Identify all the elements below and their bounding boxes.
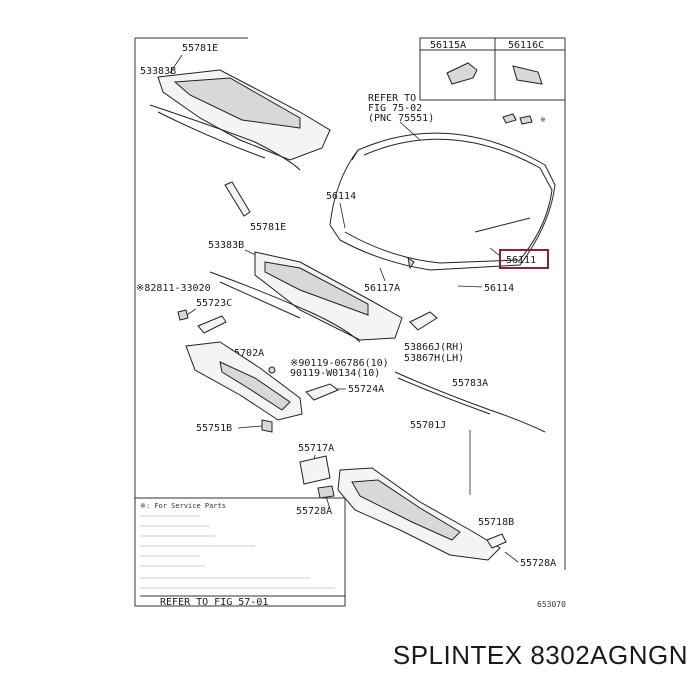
- windshield-glass: [329, 132, 556, 271]
- mid-cowl-seal: [209, 271, 361, 343]
- clip-56117a: [407, 256, 415, 270]
- label-clip-mark: ※: [540, 116, 546, 124]
- label-53383b-mid: 53383B: [208, 240, 244, 251]
- label-refer-fig-75-02: REFER TO: [368, 93, 416, 104]
- label-90119-w0134: 90119-W0134(10): [290, 368, 380, 379]
- label-56117a: 56117A: [364, 283, 400, 294]
- brand-name: SPLINTEX: [392, 640, 523, 670]
- mid-cowl-grille: [264, 261, 369, 316]
- clip-upper-right-2: [519, 115, 533, 125]
- part-55728a-mid-shape: [317, 485, 335, 499]
- seal-55783a: [394, 371, 546, 433]
- seal-55783a-2: [397, 377, 491, 415]
- clip-56115a-shape: [446, 62, 478, 85]
- label-55781e-mid: 55781E: [250, 222, 286, 233]
- label-53383b-top: 53383B: [140, 66, 176, 77]
- label-56114-right: 56114: [484, 283, 514, 294]
- label-55751b: 55751B: [196, 423, 232, 434]
- upper-cowl-seal: [149, 104, 301, 171]
- label-53866j: 53866J(RH): [404, 342, 464, 353]
- bolt-icon: [268, 366, 276, 374]
- label-55783a: 55783A: [452, 378, 488, 389]
- part-55781e-mid-shape: [224, 181, 251, 217]
- part-55751b-shape: [261, 419, 273, 433]
- part-82811-shape: [177, 309, 189, 321]
- label-53867h: 53867H(LH): [404, 353, 464, 364]
- drawing-code: 653070: [537, 600, 566, 609]
- lower-cowl-assembly: 55702A: [185, 341, 303, 421]
- label-55781e-top: 55781E: [182, 43, 218, 54]
- label-55718b: 55718B: [478, 517, 514, 528]
- part-55724a-shape: [305, 383, 339, 401]
- label-55723c: 55723C: [196, 298, 232, 309]
- mid-cowl-assembly: 53383B: [208, 240, 438, 343]
- label-55728a-mid: 55728A: [296, 506, 332, 517]
- label-56111: 56111: [506, 255, 536, 266]
- label-55701j: 55701J: [410, 420, 446, 431]
- part-55717a-shape: [299, 455, 331, 485]
- upper-cowl-seal-2: [157, 111, 266, 159]
- part-55723c-shape: [197, 315, 227, 334]
- product-caption: SPLINTEX 8302AGNGN: [393, 640, 688, 671]
- bottom-cowl-clip: [486, 533, 507, 549]
- mid-cowl-clip: [409, 311, 438, 331]
- label-56114-left: 56114: [326, 191, 356, 202]
- bottom-cowl-assembly: 55717A: [298, 443, 507, 561]
- label-56115a: 56115A: [430, 40, 466, 51]
- part-number: 8302AGNGN: [530, 640, 688, 670]
- clip-upper-right: [502, 113, 517, 124]
- clip-56116c-shape: [512, 65, 543, 85]
- legend-title: ※: For Service Parts: [140, 502, 226, 510]
- label-90119-06786: ※90119-06786(10): [290, 358, 389, 369]
- label-refer-fig-75-02-line2: FIG 75-02: [368, 103, 422, 114]
- upper-cowl-grille: [173, 77, 301, 129]
- label-55724a: 55724A: [348, 384, 384, 395]
- legend-refer-fig-57-01: REFER TO FIG 57-01: [160, 597, 268, 608]
- label-refer-fig-75-02-line3: (PNC 75551): [368, 113, 434, 124]
- lower-cowl-detail: [219, 361, 291, 411]
- clip-inset-box: 56115A 56116C: [419, 37, 566, 101]
- mid-cowl-seal-2: [219, 281, 301, 319]
- bottom-cowl-detail: [351, 479, 461, 541]
- label-56116c: 56116C: [508, 40, 544, 51]
- label-82811: ※82811-33020: [136, 283, 211, 294]
- service-parts-legend: ※: For Service Parts REFER TO FIG 57-01: [134, 497, 346, 608]
- label-55728a-bot: 55728A: [520, 558, 556, 569]
- callout-box-56111: [499, 249, 549, 269]
- ref-line-1: REFER TO: [368, 93, 416, 104]
- label-55717a: 55717A: [298, 443, 334, 454]
- upper-cowl-assembly: 55781E 53383B: [140, 43, 331, 171]
- label-55702a: 55702A: [228, 348, 264, 359]
